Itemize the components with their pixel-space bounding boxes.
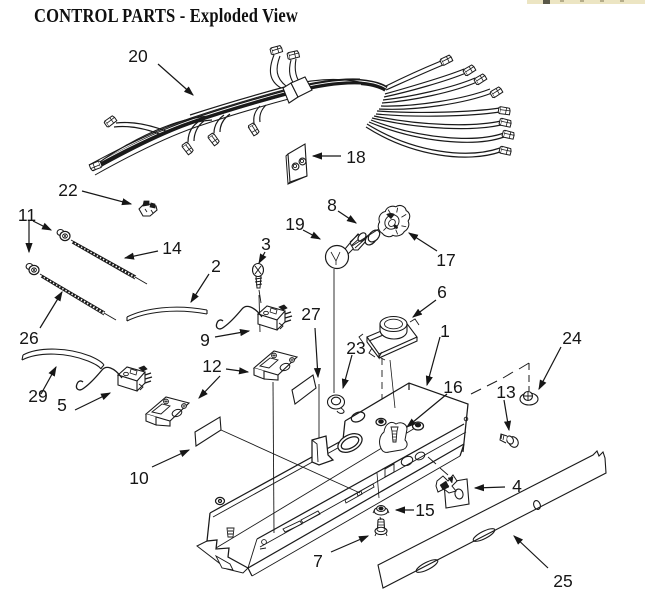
svg-text:2: 2 bbox=[211, 256, 221, 276]
svg-text:17: 17 bbox=[436, 250, 455, 270]
svg-text:1: 1 bbox=[440, 321, 450, 341]
svg-text:9: 9 bbox=[200, 330, 210, 350]
svg-text:23: 23 bbox=[346, 338, 365, 358]
svg-text:8: 8 bbox=[327, 195, 337, 215]
svg-text:4: 4 bbox=[512, 476, 522, 496]
svg-text:6: 6 bbox=[437, 282, 447, 302]
svg-text:CONTROL PARTS - Exploded View: CONTROL PARTS - Exploded View bbox=[34, 5, 298, 27]
svg-text:22: 22 bbox=[58, 180, 77, 200]
svg-text:18: 18 bbox=[346, 147, 365, 167]
svg-text:5: 5 bbox=[57, 395, 67, 415]
svg-text:26: 26 bbox=[19, 328, 38, 348]
svg-text:7: 7 bbox=[313, 551, 323, 571]
svg-text:13: 13 bbox=[496, 382, 515, 402]
svg-text:14: 14 bbox=[162, 238, 182, 258]
svg-text:10: 10 bbox=[129, 468, 149, 488]
svg-text:19: 19 bbox=[285, 214, 304, 234]
svg-text:3: 3 bbox=[261, 234, 271, 254]
svg-text:27: 27 bbox=[301, 304, 320, 324]
svg-text:11: 11 bbox=[18, 205, 36, 225]
svg-text:16: 16 bbox=[443, 377, 462, 397]
svg-text:15: 15 bbox=[415, 500, 434, 520]
svg-text:25: 25 bbox=[553, 571, 572, 591]
svg-text:24: 24 bbox=[562, 328, 582, 348]
svg-text:20: 20 bbox=[128, 46, 148, 66]
svg-text:29: 29 bbox=[28, 386, 47, 406]
svg-text:12: 12 bbox=[202, 356, 221, 376]
